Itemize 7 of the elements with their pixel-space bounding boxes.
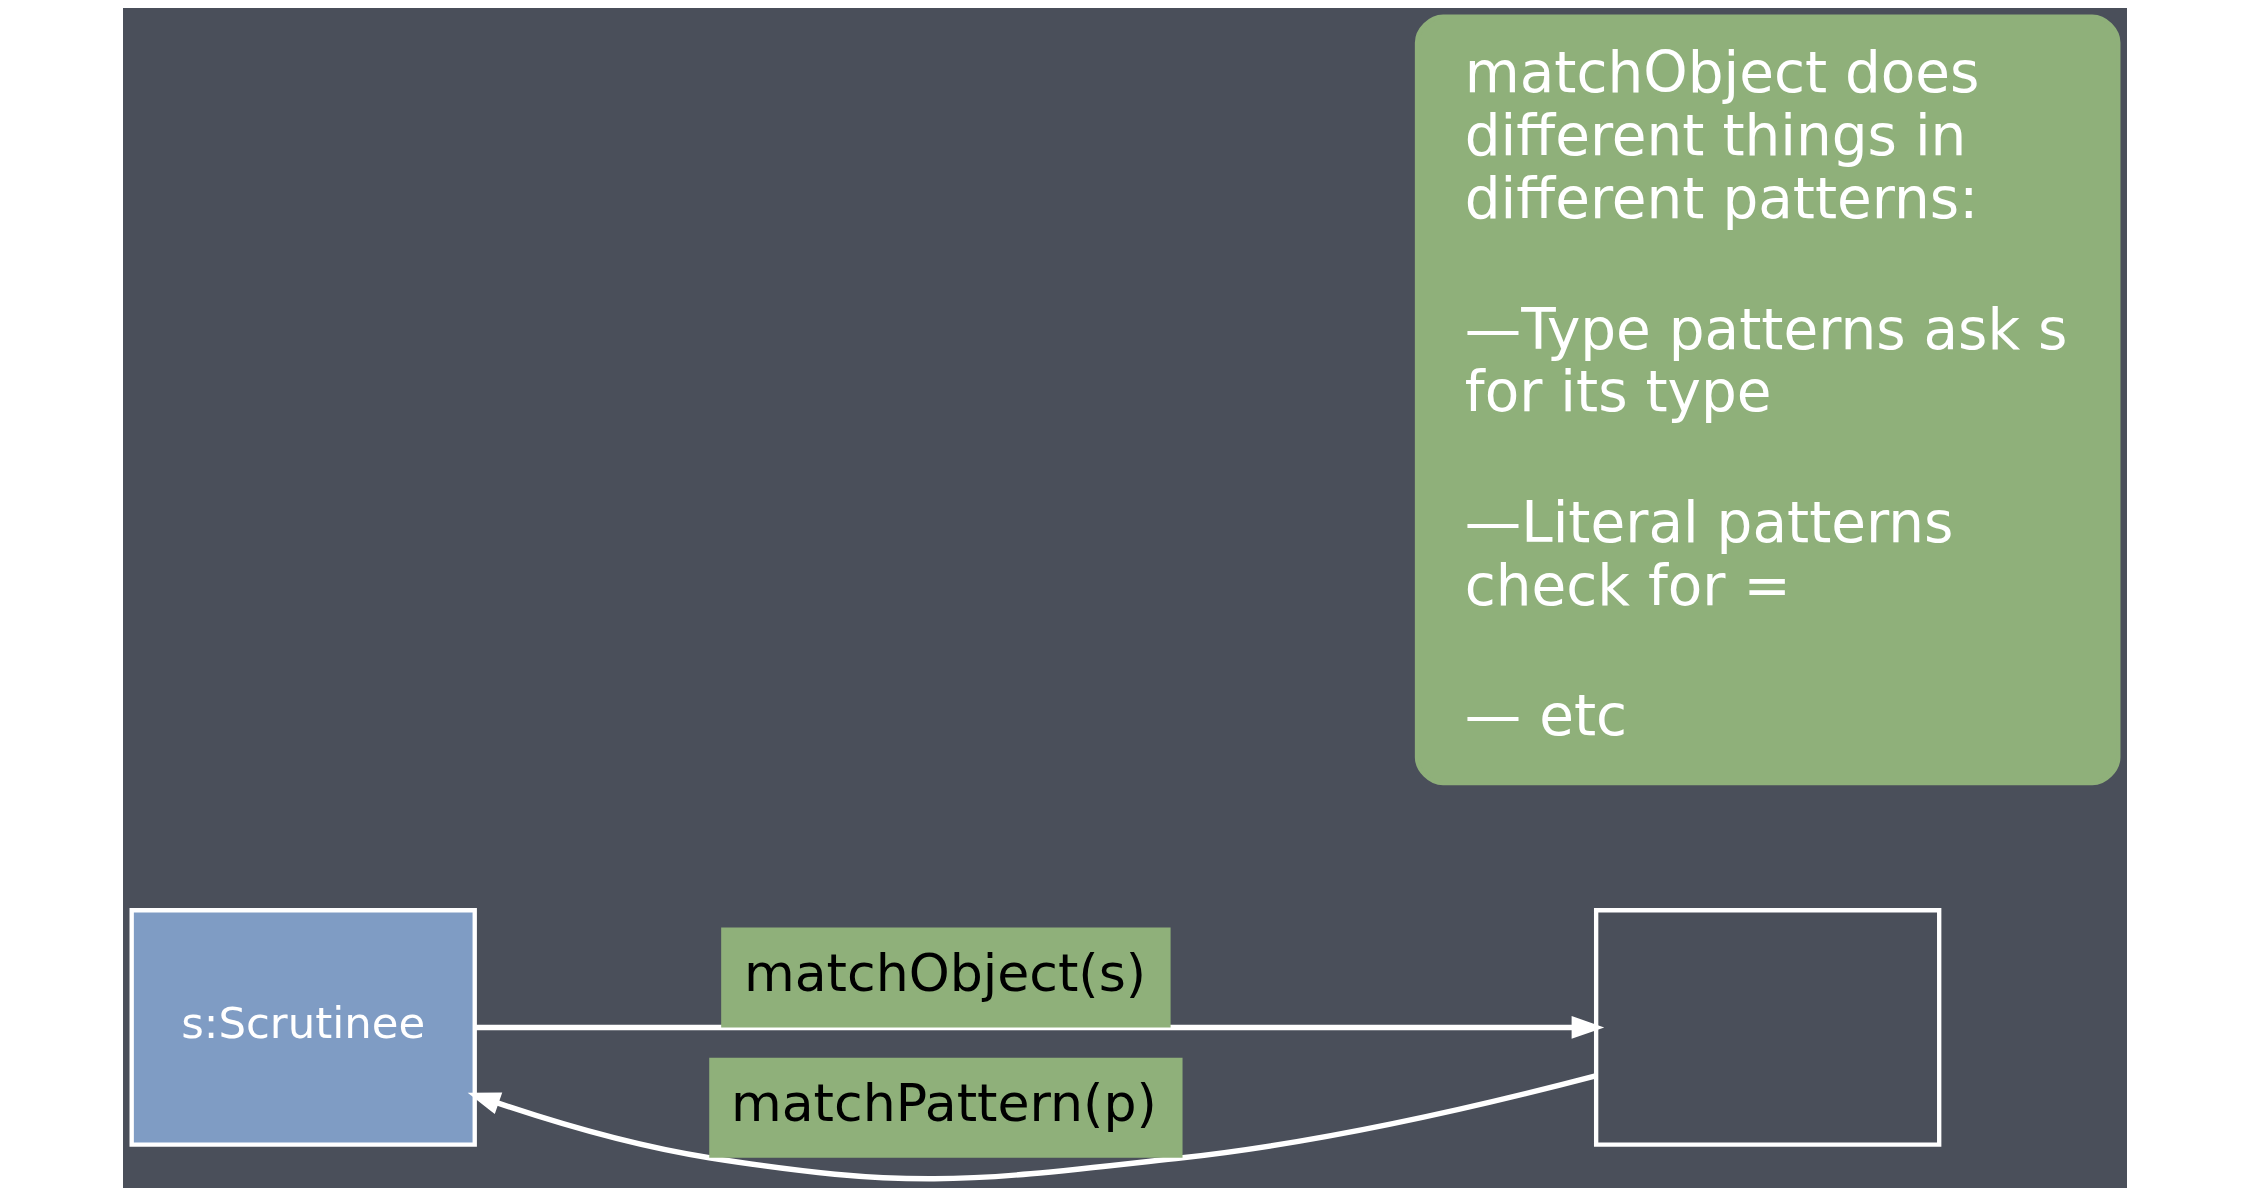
arrow: [467, 1073, 1596, 1182]
node-box: [1593, 908, 1941, 1147]
node-box: s:Scrutinee: [129, 908, 477, 1147]
arrow: [474, 1016, 1604, 1039]
edge-label: matchObject(s): [743, 942, 1146, 1003]
node-box: matchObject does different things in different patterns: —Type patterns ask s for its type —Literal patterns check for = — etc: [1414, 14, 2120, 786]
edge-label: matchPattern(p): [730, 1073, 1157, 1134]
